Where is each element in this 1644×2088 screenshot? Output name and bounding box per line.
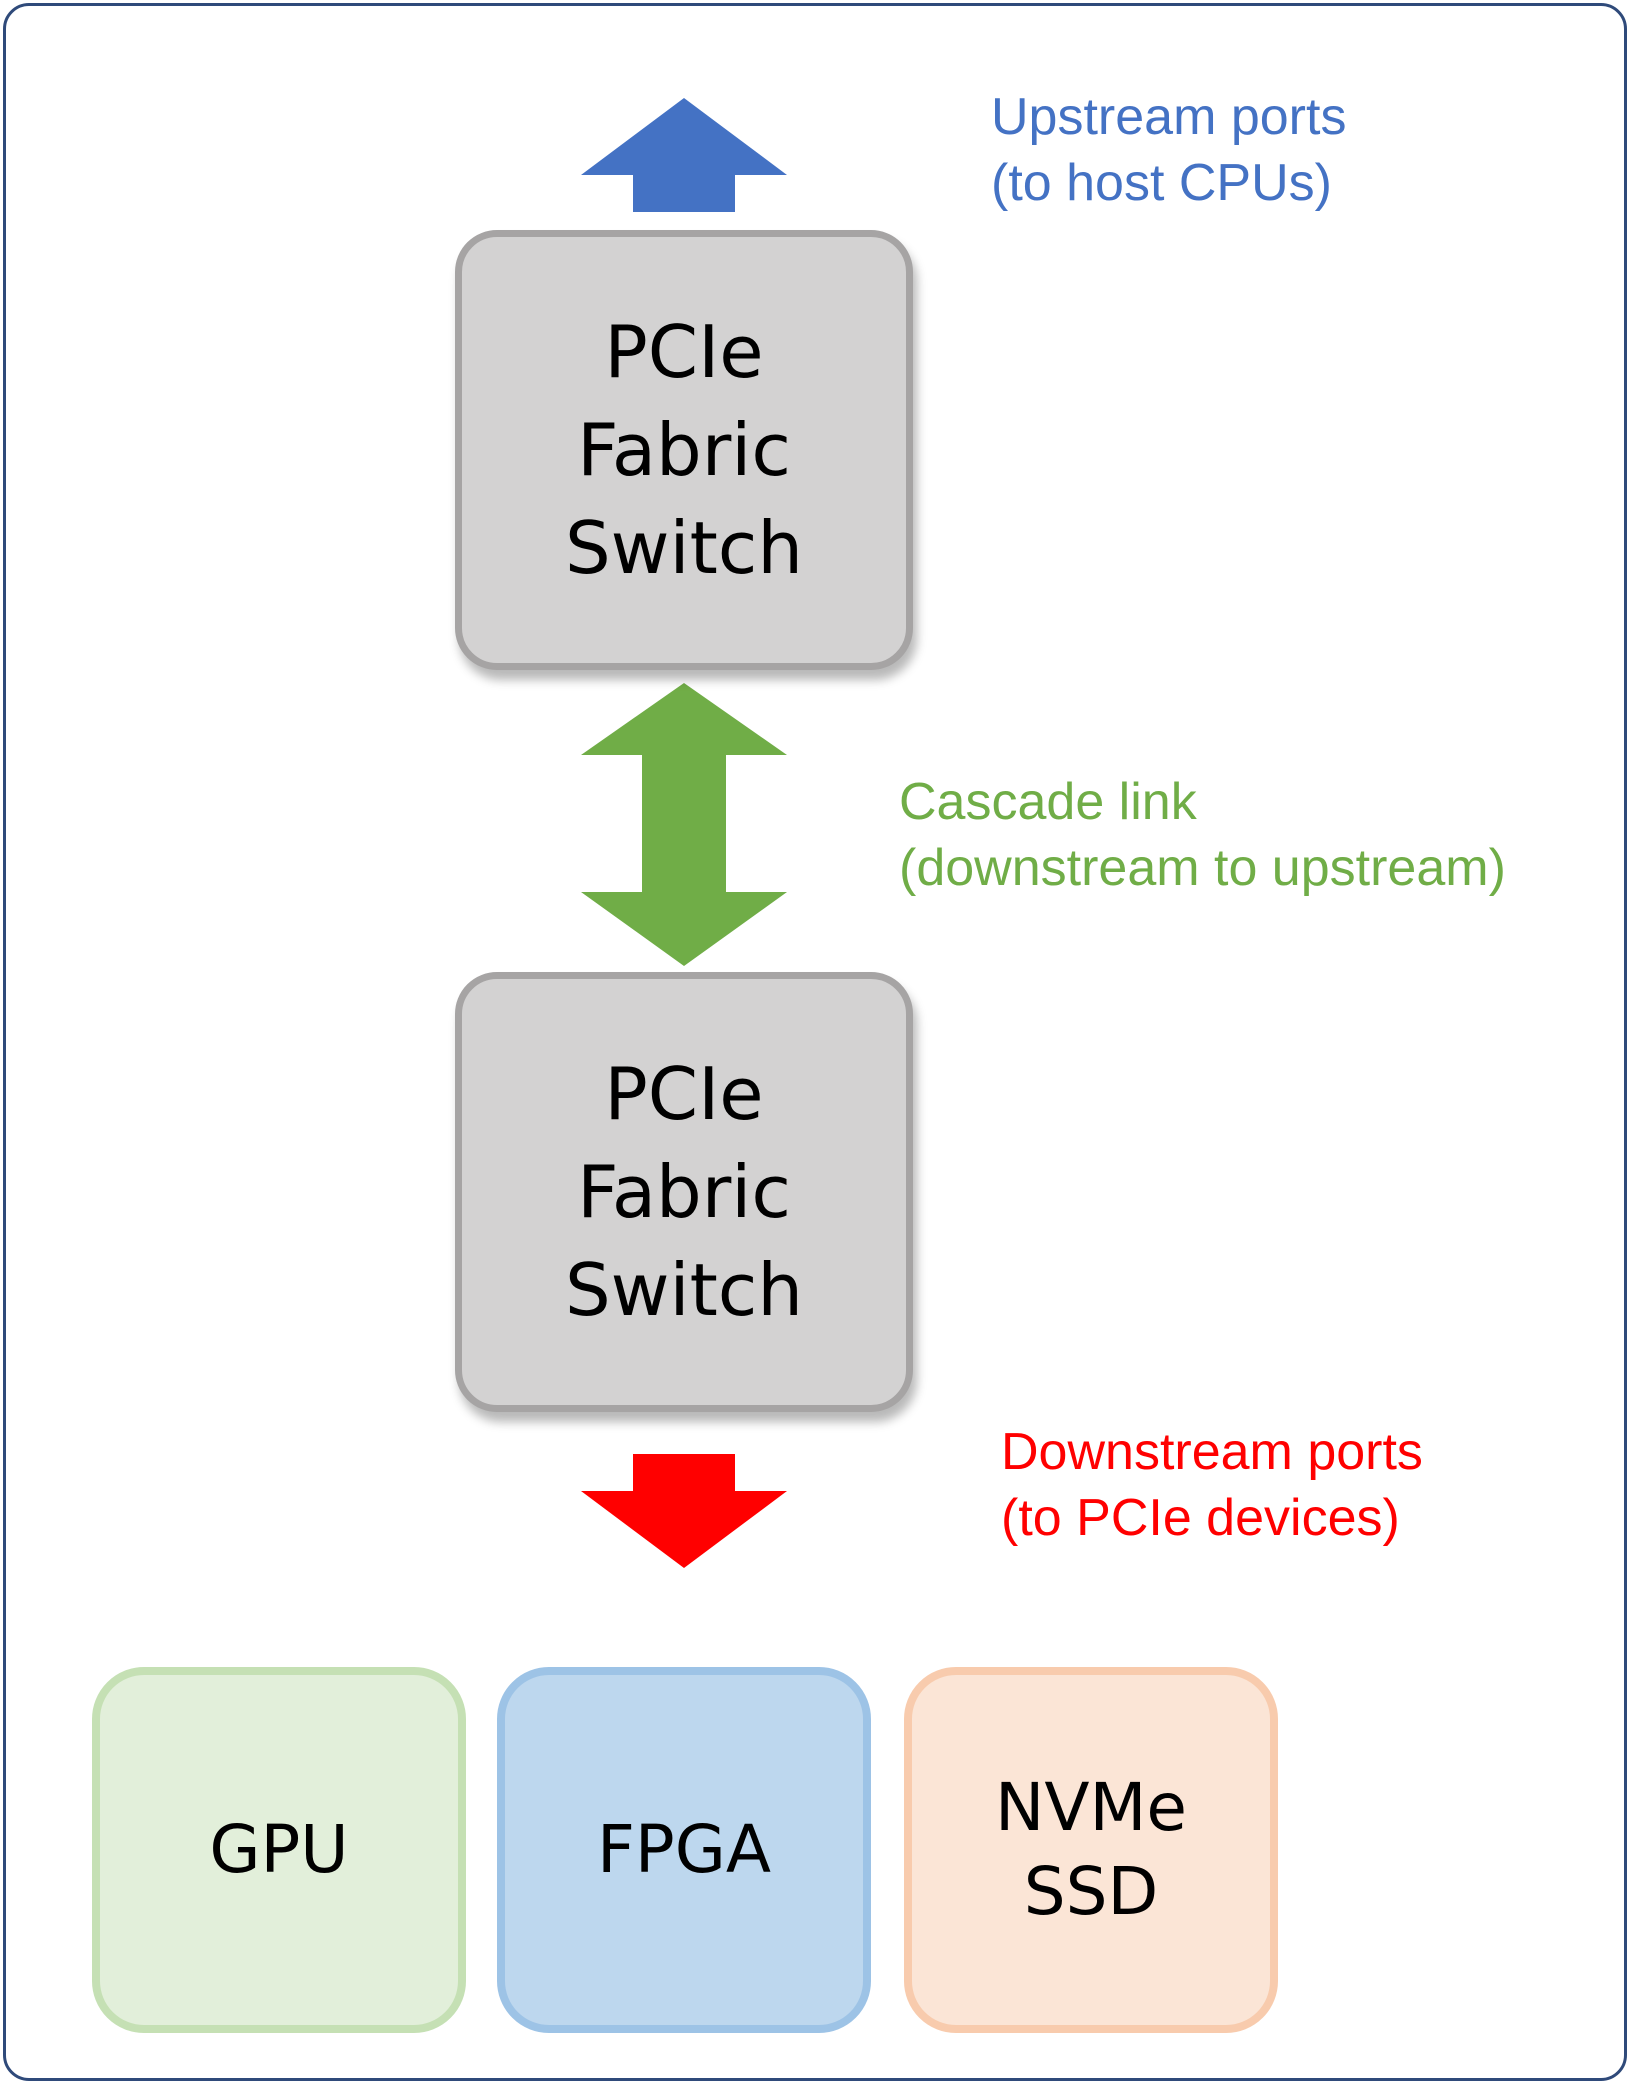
upstream-label-line-2: (to host CPUs) — [991, 154, 1332, 212]
device-ssd-line-2: SSD — [1023, 1853, 1159, 1930]
cascade-label: Cascade link (downstream to upstream) — [899, 769, 1506, 901]
device-fpga: FPGA — [497, 1667, 871, 2033]
switch-bottom-line-3: Switch — [564, 1248, 804, 1332]
downstream-label: Downstream ports (to PCIe devices) — [1001, 1419, 1423, 1551]
switch-top-line-1: PCIe — [604, 310, 764, 394]
downstream-label-line-2: (to PCIe devices) — [1001, 1489, 1400, 1547]
cascade-label-line-2: (downstream to upstream) — [899, 839, 1506, 897]
upstream-label: Upstream ports (to host CPUs) — [991, 84, 1346, 216]
pcie-switch-bottom: PCIe Fabric Switch — [455, 972, 913, 1412]
diagram-frame — [3, 3, 1627, 2081]
device-nvme-ssd: NVMe SSD — [904, 1667, 1278, 2033]
switch-top-line-3: Switch — [564, 506, 804, 590]
device-fpga-label: FPGA — [596, 1811, 772, 1888]
downstream-label-line-1: Downstream ports — [1001, 1423, 1423, 1481]
pcie-switch-top: PCIe Fabric Switch — [455, 230, 913, 670]
device-gpu-label: GPU — [209, 1811, 349, 1888]
cascade-label-line-1: Cascade link — [899, 773, 1197, 831]
device-ssd-line-1: NVMe — [994, 1769, 1188, 1846]
switch-bottom-line-1: PCIe — [604, 1052, 764, 1136]
cascade-arrow — [581, 683, 787, 966]
upstream-arrow — [581, 98, 787, 212]
upstream-label-line-1: Upstream ports — [991, 88, 1347, 146]
device-gpu: GPU — [92, 1667, 466, 2033]
switch-bottom-line-2: Fabric — [577, 1150, 791, 1234]
downstream-arrow — [581, 1454, 787, 1568]
switch-top-line-2: Fabric — [577, 408, 791, 492]
